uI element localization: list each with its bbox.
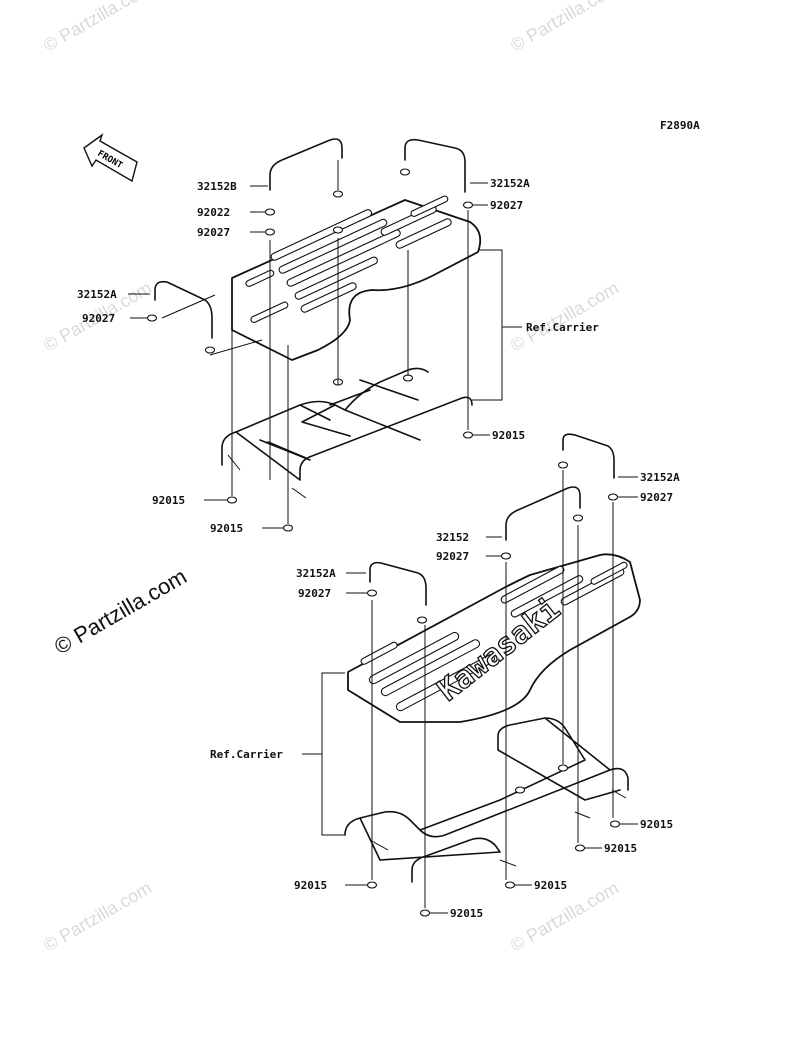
rear-carrier-frame	[344, 717, 629, 883]
rail-32152B	[269, 138, 343, 191]
lower-carrier-assembly: Kawasaki	[302, 433, 641, 917]
upper-carrier-assembly	[128, 138, 522, 532]
callout-92015: 92015	[492, 429, 525, 442]
callout-92015: 92015	[640, 818, 673, 831]
callout-ref-carrier: Ref.Carrier	[526, 321, 599, 334]
callout-92027: 92027	[298, 587, 331, 600]
figure-code: F2890A	[660, 119, 700, 132]
callout-92027: 92027	[197, 226, 230, 239]
callout-92015: 92015	[604, 842, 637, 855]
callout-92027-right: 92027	[640, 491, 673, 504]
callout-92015: 92015	[450, 907, 483, 920]
callout-ref-carrier-lower: Ref.Carrier	[210, 748, 283, 761]
deck-slots	[245, 195, 452, 324]
deck-slots-lower	[360, 561, 628, 712]
rail-32152A-right	[404, 138, 466, 193]
front-arrow-icon: FRONT	[83, 133, 138, 183]
rail-32152A-lower-right	[562, 433, 615, 479]
callout-92022: 92022	[197, 206, 230, 219]
callout-92015: 92015	[294, 879, 327, 892]
watermark-large: © Partzilla.com	[50, 564, 191, 660]
callout-32152A-left: 32152A	[77, 288, 117, 301]
callout-32152B: 32152B	[197, 180, 237, 193]
watermark: © Partzilla.com	[507, 277, 622, 355]
callout-92027-left: 92027	[82, 312, 115, 325]
callout-92027: 92027	[490, 199, 523, 212]
lower-callouts: 32152A 92027 32152 92027 32152A 92027 Re…	[210, 471, 680, 920]
watermark: © Partzilla.com	[507, 0, 622, 55]
callout-32152: 32152	[436, 531, 469, 544]
upper-callouts: 32152B 92022 92027 32152A 92027 32152A 9…	[77, 177, 599, 535]
watermark: © Partzilla.com	[40, 0, 155, 55]
callout-32152A: 32152A	[490, 177, 530, 190]
front-carrier-frame	[221, 367, 473, 481]
watermarks: © Partzilla.com © Partzilla.com © Partzi…	[40, 0, 622, 955]
callout-92015: 92015	[210, 522, 243, 535]
watermark: © Partzilla.com	[40, 877, 155, 955]
callout-92027: 92027	[436, 550, 469, 563]
rail-32152A-left	[154, 280, 213, 339]
callout-32152A: 32152A	[296, 567, 336, 580]
callout-92015: 92015	[534, 879, 567, 892]
callout-92015: 92015	[152, 494, 185, 507]
rail-32152A-lower-left	[369, 561, 427, 606]
fasteners-lower	[366, 461, 621, 917]
rail-32152	[505, 486, 581, 541]
callout-32152A-right: 32152A	[640, 471, 680, 484]
